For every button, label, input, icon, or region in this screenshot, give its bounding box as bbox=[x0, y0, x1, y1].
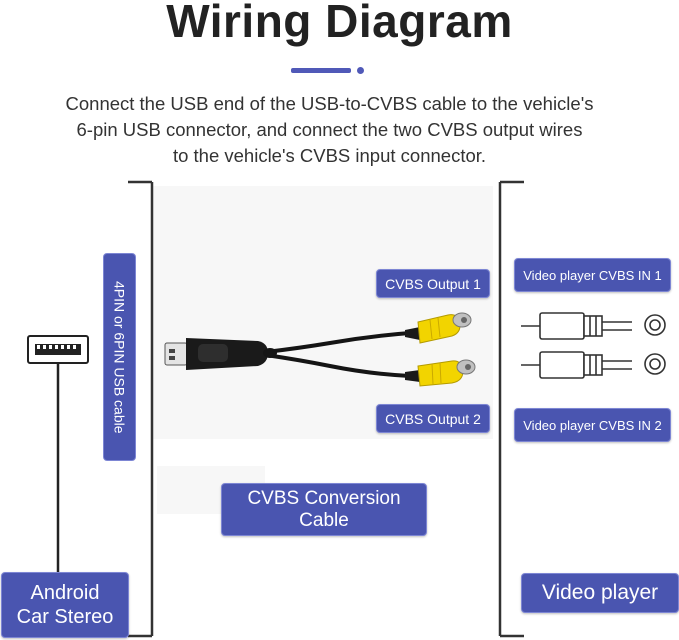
rca-plug-2-icon bbox=[405, 359, 476, 387]
usb-cable-label-text: 4PIN or 6PIN USB cable bbox=[111, 280, 128, 434]
usb-cable-label: 4PIN or 6PIN USB cable bbox=[103, 253, 136, 461]
android-car-stereo-line-2: Car Stereo bbox=[16, 606, 114, 628]
rca-jack-in-1-icon bbox=[644, 314, 666, 336]
diagram-title: Wiring Diagram bbox=[166, 0, 513, 47]
rca-plug-in-1-icon bbox=[521, 312, 632, 340]
title-underline bbox=[291, 68, 351, 73]
video-in-2-label: Video player CVBS IN 2 bbox=[514, 408, 671, 442]
right-bracket bbox=[498, 180, 524, 638]
instructions-text: Connect the USB end of the USB-to-CVBS c… bbox=[0, 91, 659, 169]
conversion-cable-label-line-2: Cable bbox=[299, 509, 349, 531]
android-car-stereo-line-1: Android bbox=[30, 582, 100, 604]
usb-cvbs-cable bbox=[164, 331, 411, 378]
instructions-line-3: to the vehicle's CVBS input connector. bbox=[172, 145, 487, 166]
rca-plug-in-2-icon bbox=[521, 351, 632, 379]
left-bracket bbox=[128, 180, 154, 638]
cvbs-output-2-label: CVBS Output 2 bbox=[376, 404, 490, 433]
cvbs-output-1-label: CVBS Output 1 bbox=[376, 269, 490, 298]
instructions-line-1: Connect the USB end of the USB-to-CVBS c… bbox=[65, 93, 594, 114]
conversion-cable-label-line-1: CVBS Conversion bbox=[247, 487, 401, 509]
android-car-stereo-label: Android Car Stereo bbox=[1, 572, 129, 638]
usb-port-icon bbox=[27, 335, 89, 574]
rca-plug-1-icon bbox=[405, 312, 472, 344]
instructions-line-2: 6-pin USB connector, and connect the two… bbox=[76, 119, 583, 140]
video-in-1-label: Video player CVBS IN 1 bbox=[514, 258, 671, 292]
title-dot bbox=[357, 67, 364, 74]
cable-photo-area bbox=[153, 186, 493, 439]
rca-jack-in-2-icon bbox=[644, 353, 666, 375]
conversion-cable-label: CVBS Conversion Cable bbox=[221, 483, 427, 536]
video-player-label: Video player bbox=[521, 573, 679, 613]
